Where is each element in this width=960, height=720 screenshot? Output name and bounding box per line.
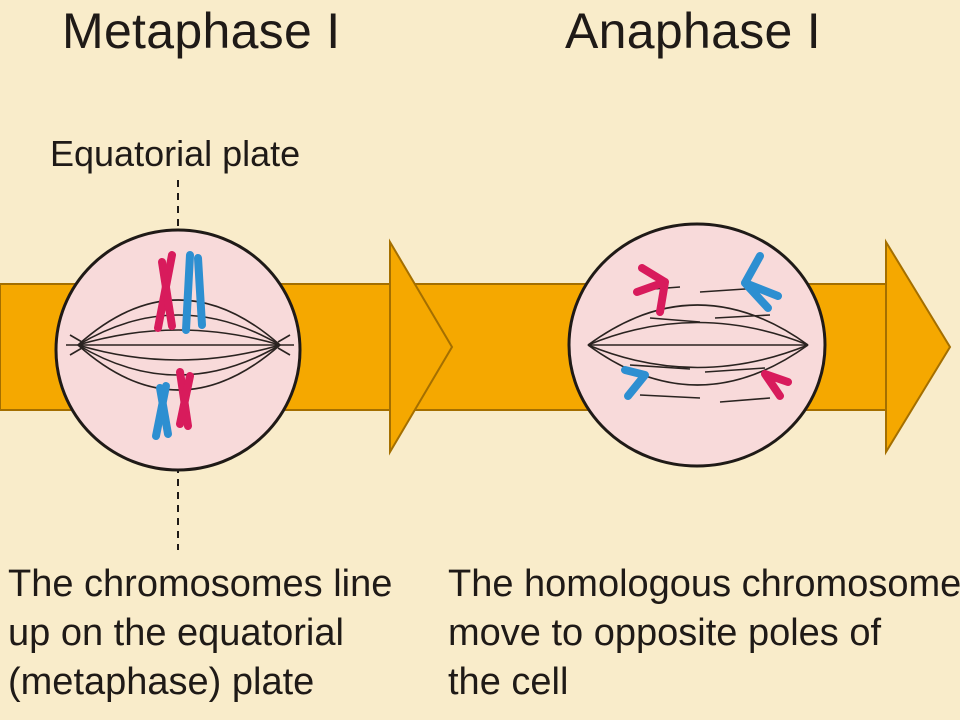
metaphase-cell <box>54 228 302 472</box>
metaphase-description-line: The chromosomes line <box>8 563 393 605</box>
anaphase-description: The homologous chromosomes move to oppos… <box>448 560 960 707</box>
spindle-fibers <box>66 299 294 391</box>
anaphase-cell <box>567 222 827 468</box>
anaphase-description-line: The homologous chromosomes <box>448 563 960 605</box>
arrowhead-1 <box>389 238 454 456</box>
anaphase-chromosomes <box>621 252 792 400</box>
equatorial-plate-label: Equatorial plate <box>50 133 301 174</box>
anaphase-description-line: the cell <box>448 661 569 703</box>
anaphase-title: Anaphase I <box>565 3 821 59</box>
metaphase-chromosomes <box>152 251 206 440</box>
arrowhead-2 <box>885 238 952 456</box>
metaphase-title: Metaphase I <box>62 3 341 59</box>
metaphase-description: The chromosomes line up on the equatoria… <box>8 560 392 707</box>
metaphase-description-line: (metaphase) plate <box>8 661 315 703</box>
anaphase-description-line: move to opposite poles of <box>448 612 882 654</box>
metaphase-description-line: up on the equatorial <box>8 612 344 654</box>
